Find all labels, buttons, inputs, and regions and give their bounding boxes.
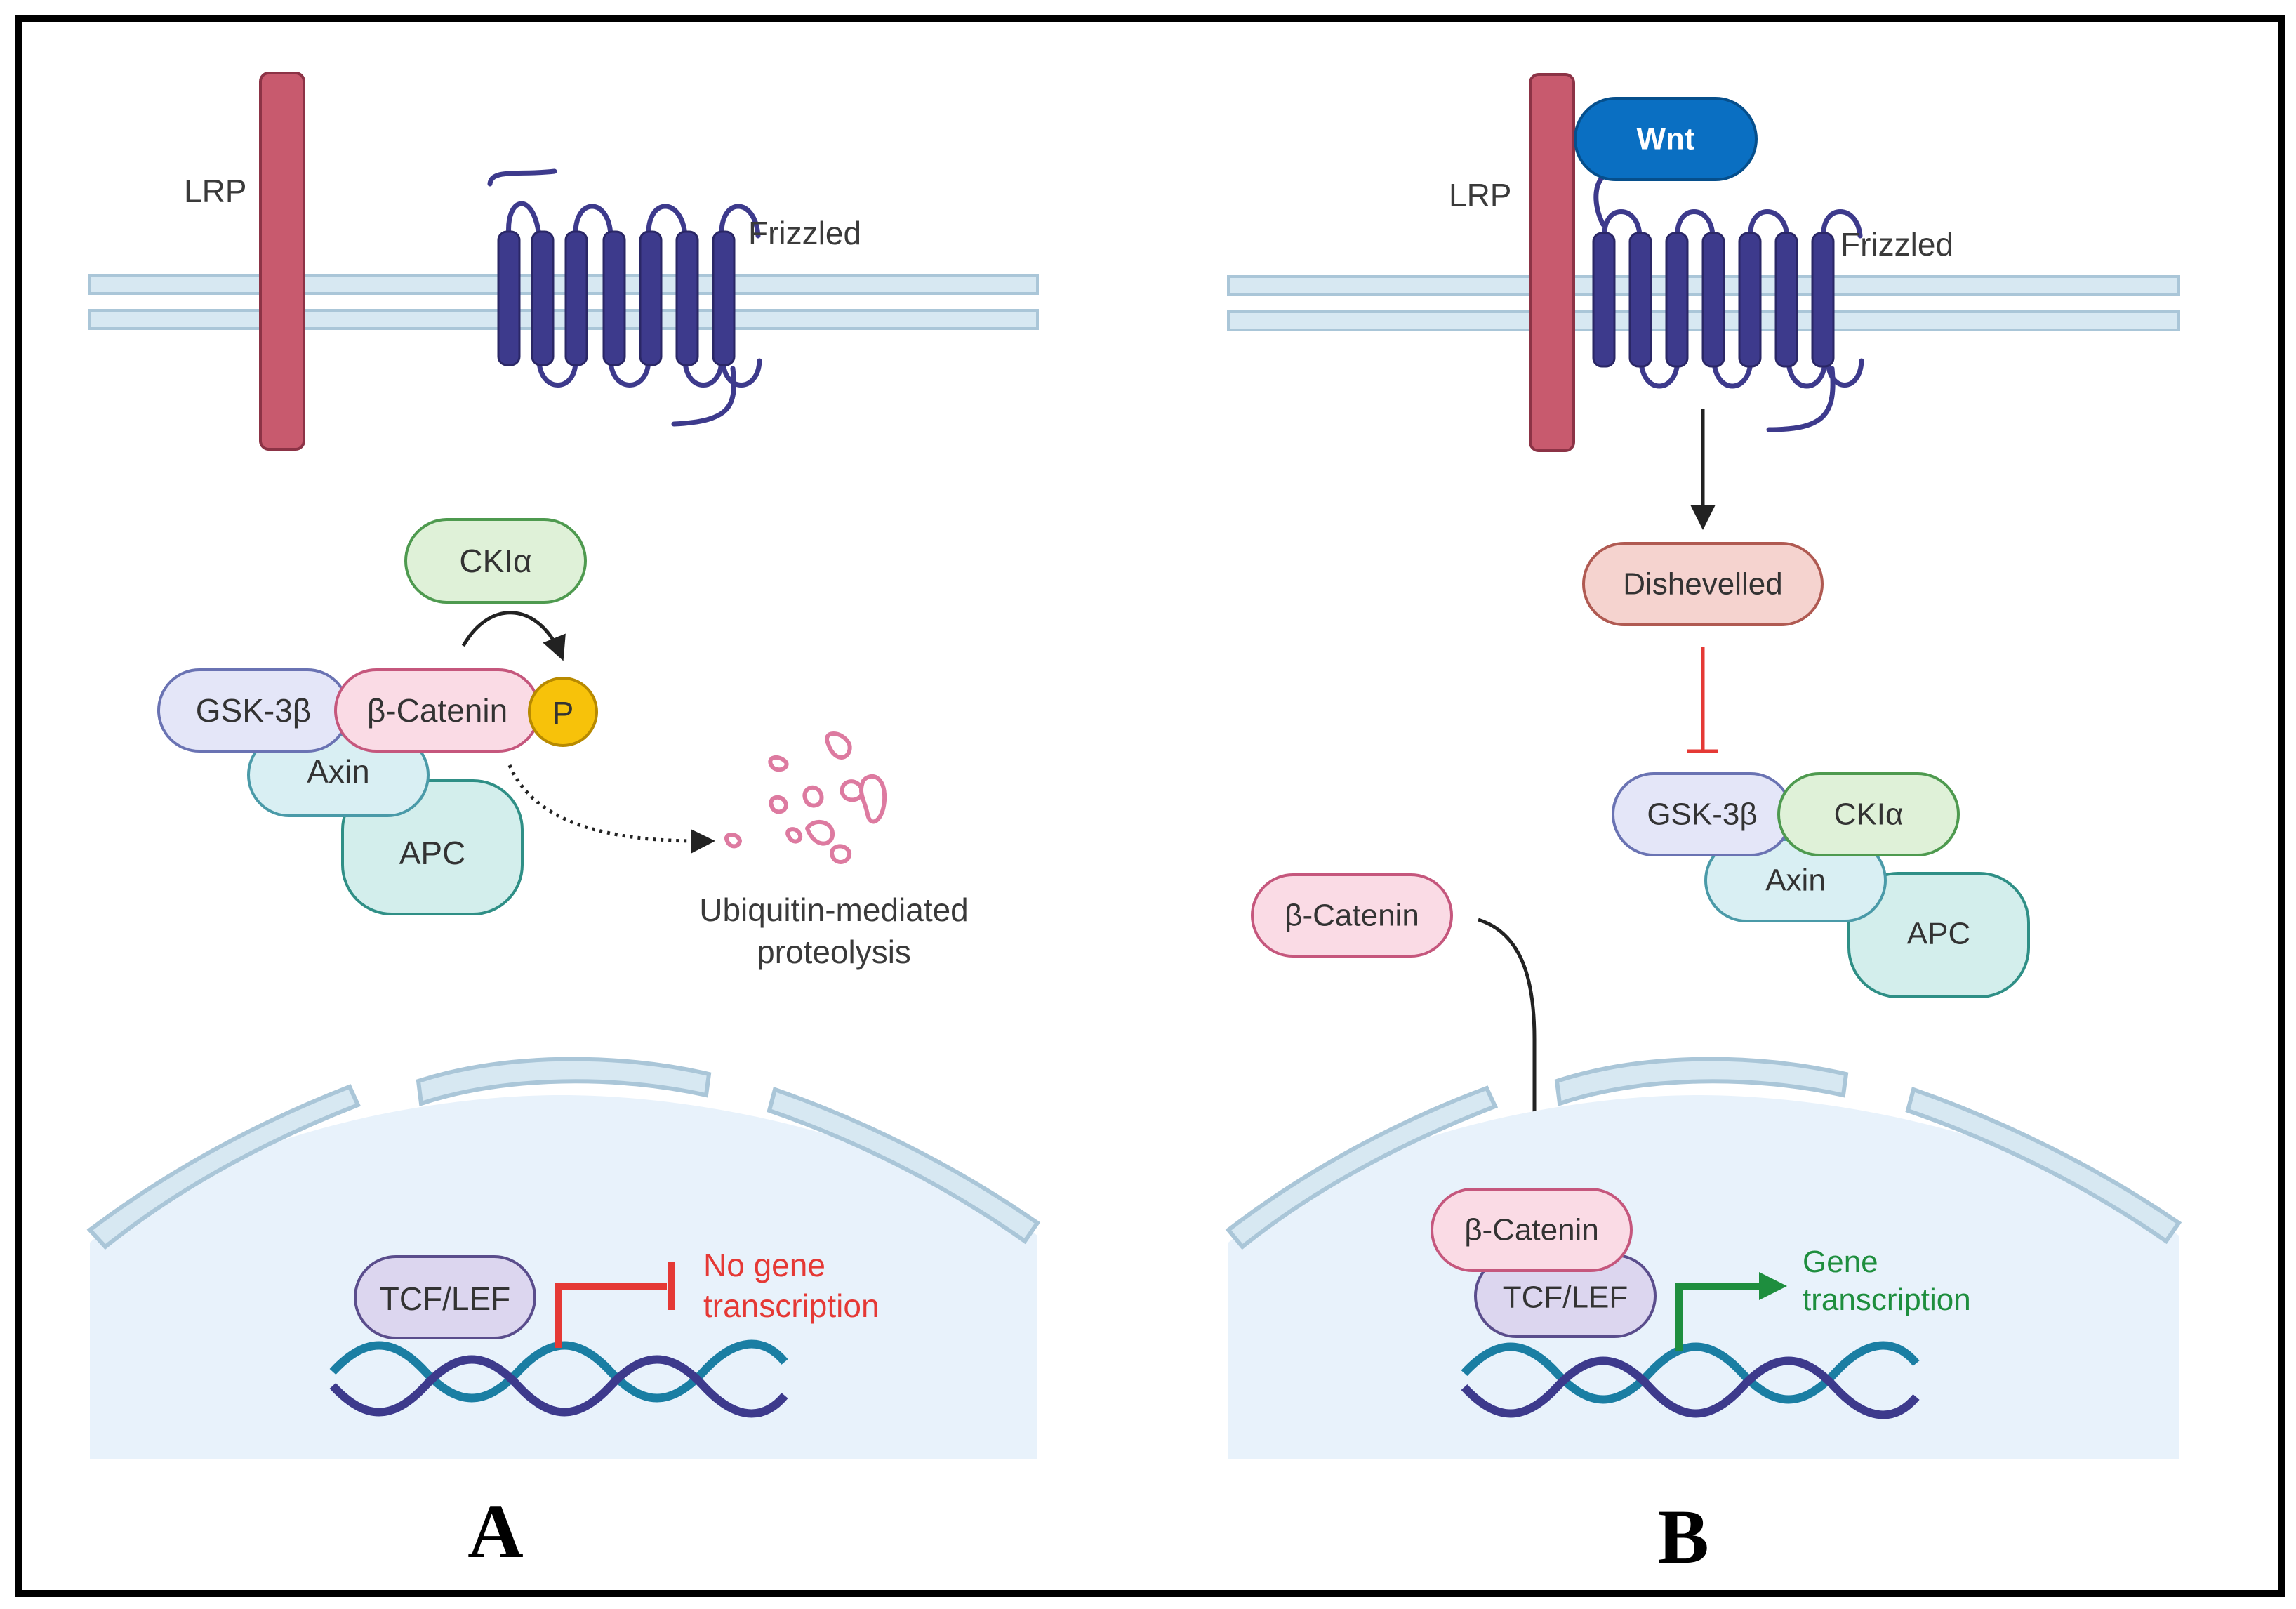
protein-fragments-icon — [724, 731, 887, 864]
dishevelled-node-b — [1582, 542, 1824, 626]
ck1a-label-b: CKIα — [1834, 797, 1904, 832]
phosphate-node-a — [528, 677, 598, 747]
dna-helix-b — [1461, 1341, 1920, 1419]
lrp-label-a: LRP — [184, 173, 246, 209]
panel-letter-a: A — [467, 1488, 523, 1574]
panel-b: LRP Frizzled Wnt — [1225, 73, 2182, 1580]
degradation-arrow-a — [507, 764, 715, 854]
nuclear-envelope-a — [86, 1057, 1041, 1250]
gsk3b-label-b: GSK-3β — [1647, 797, 1757, 832]
frizzled-helices-b — [1592, 232, 1835, 368]
axin-label-a: Axin — [307, 753, 369, 790]
frizzled-label-a: Frizzled — [748, 215, 861, 251]
panel-letter-b: B — [1657, 1494, 1708, 1580]
lrp-label-b: LRP — [1449, 177, 1511, 213]
apc-label-a: APC — [399, 835, 466, 871]
apc-node-b — [1847, 872, 2030, 998]
outcome-label-a-line2: transcription — [703, 1287, 880, 1324]
tcf-lef-node-a — [354, 1255, 536, 1339]
cell-membrane-a — [88, 274, 1039, 330]
wnt-ligand-b — [1574, 97, 1758, 181]
dishevelled-label-b: Dishevelled — [1623, 567, 1782, 602]
frizzled-helices-a — [497, 230, 736, 366]
wnt-label-b: Wnt — [1636, 122, 1694, 157]
frizzled-receptor-a — [487, 168, 762, 427]
phosphorylation-arrow-a — [461, 611, 566, 661]
nuclear-envelope-b — [1225, 1057, 2182, 1250]
nucleus-a — [90, 1095, 1037, 1459]
translocation-arrow-b — [1478, 918, 1547, 1181]
beta-catenin-label-a: β-Catenin — [367, 692, 507, 729]
transcription-active-icon — [1675, 1272, 1787, 1351]
degradation-label-a-line1: Ubiquitin-mediated — [699, 892, 969, 928]
ck1a-node-a — [404, 518, 587, 604]
transcription-blocked-icon — [555, 1283, 667, 1348]
beta-catenin-free-node-b — [1251, 873, 1453, 958]
outcome-label-b-line2: transcription — [1803, 1283, 1971, 1317]
ck1a-label-a: CKIα — [459, 543, 531, 579]
outcome-label-b-line1: Gene — [1803, 1245, 1878, 1279]
axin-label-b: Axin — [1765, 863, 1826, 898]
outcome-label-a-line1: No gene — [703, 1247, 825, 1283]
frizzled-label-b: Frizzled — [1840, 226, 1953, 263]
beta-catenin-nuclear-node-b — [1431, 1188, 1633, 1272]
tcf-lef-label-a: TCF/LEF — [380, 1280, 511, 1317]
tcf-lef-label-b: TCF/LEF — [1503, 1280, 1628, 1315]
gsk3b-label-a: GSK-3β — [196, 692, 312, 729]
beta-catenin-free-label-b: β-Catenin — [1285, 899, 1419, 933]
lrp-receptor-a — [259, 72, 305, 451]
phosphate-label-a: P — [552, 695, 574, 731]
ck1a-node-b — [1777, 772, 1960, 856]
beta-catenin-nuclear-label-b: β-Catenin — [1464, 1213, 1599, 1247]
degradation-label-a-line2: proteolysis — [757, 934, 911, 970]
panel-a: LRP Frizzled CKIα — [86, 72, 1041, 1574]
lrp-receptor-b — [1529, 73, 1575, 452]
apc-label-b: APC — [1907, 917, 1970, 951]
